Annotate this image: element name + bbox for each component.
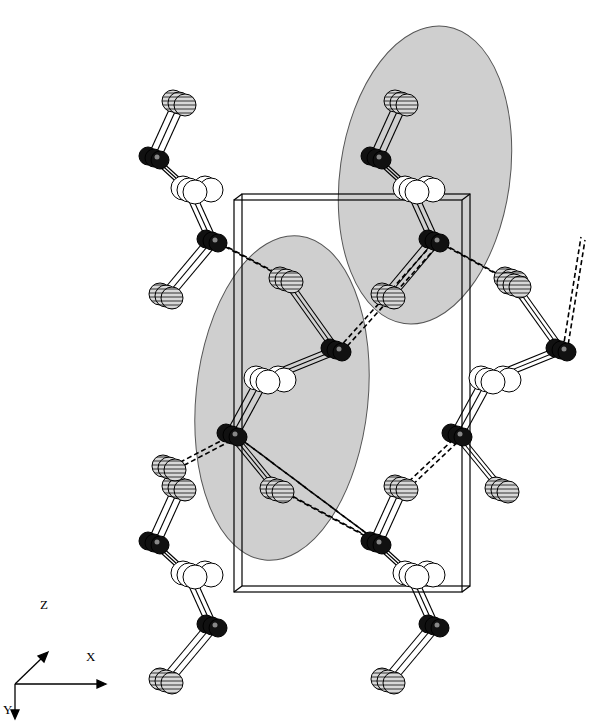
molecule-highlight <box>179 15 530 569</box>
contact-line <box>171 237 585 545</box>
unit-cell <box>234 194 470 592</box>
axis-label: Z <box>40 598 48 611</box>
axis-label: X <box>86 650 95 663</box>
atom <box>139 90 576 694</box>
axis-label: Y <box>3 703 12 716</box>
bond <box>148 101 567 683</box>
